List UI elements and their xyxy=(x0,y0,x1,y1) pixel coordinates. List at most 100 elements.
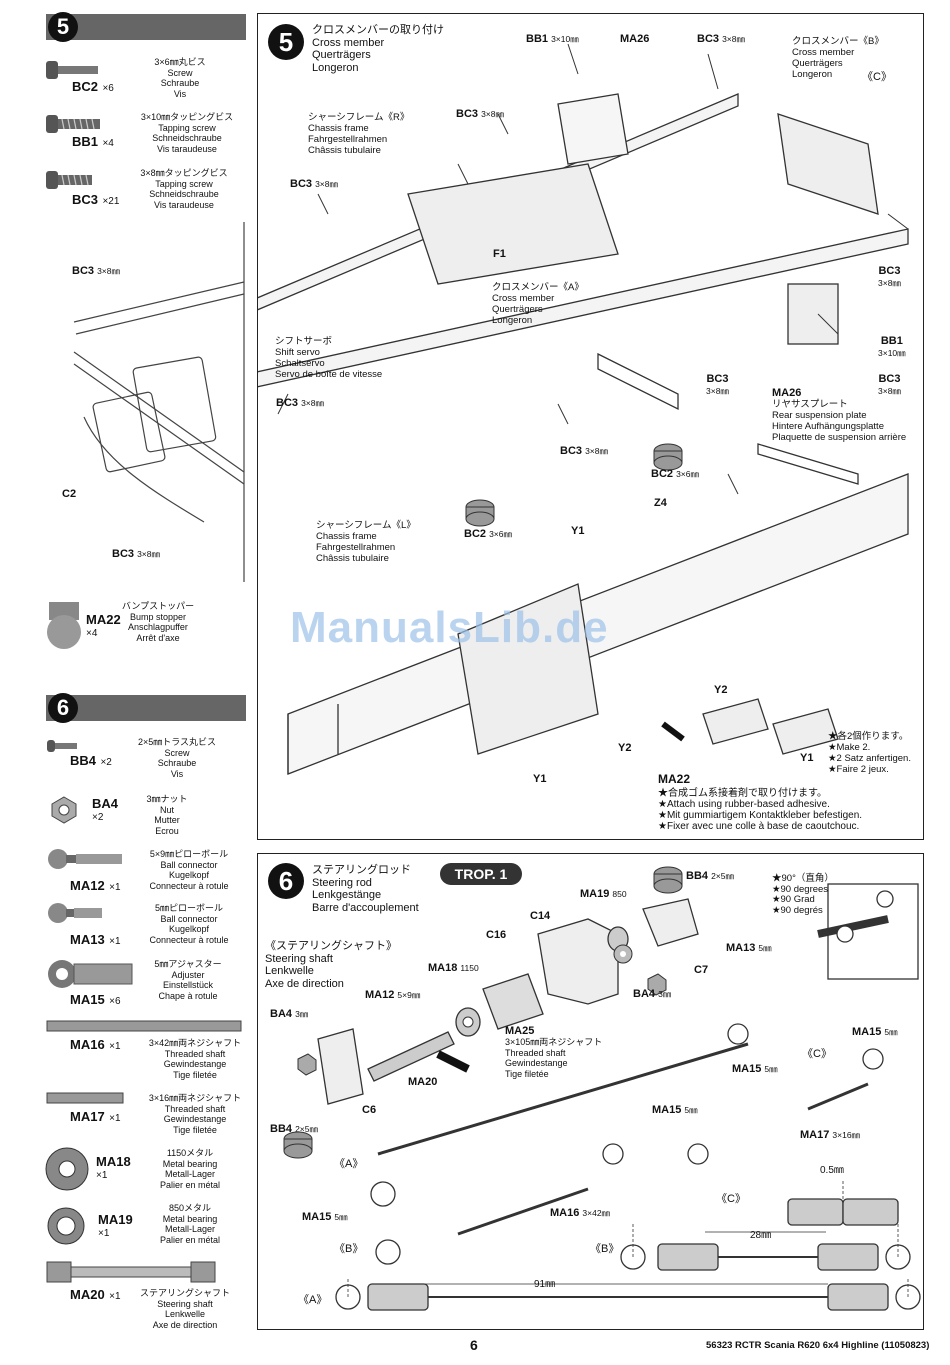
bc3-bottom-left-label: BC3 3×8㎜ xyxy=(112,548,160,560)
part-ma20: MA20 ×1 xyxy=(70,1287,121,1302)
mark-a-label-2: 《A》 xyxy=(298,1294,328,1306)
bump-stopper-icon xyxy=(47,602,81,649)
part-bc2: BC2 ×6 xyxy=(72,79,114,94)
trop-badge: TROP. 1 xyxy=(440,863,522,885)
ma20-label: MA20 xyxy=(408,1076,438,1088)
bb4-left-label: BB4 2×5㎜ xyxy=(270,1123,318,1135)
metal-bearing-icon xyxy=(45,1147,89,1191)
bc3-label-b: BC3 3×8㎜ xyxy=(290,178,338,190)
bb4-top-label: BB4 2×5㎜ xyxy=(686,870,734,882)
ma26-top-label: MA26 xyxy=(620,33,650,45)
part-ma17: MA17 ×1 xyxy=(70,1109,121,1124)
adjuster-icon xyxy=(48,960,133,988)
c14-label: C14 xyxy=(530,910,551,922)
part-bc3: BC3 ×21 xyxy=(72,192,120,207)
mark-c-label-2: 《C》 xyxy=(716,1193,746,1205)
part-bb4: BB4 ×2 xyxy=(70,753,112,768)
step5-parts-number: 5 xyxy=(48,12,78,42)
ma17-label: MA17 3×16㎜ xyxy=(800,1129,861,1141)
bc3-label-a: BC3 3×8㎜ xyxy=(456,108,504,120)
dim-28-label: 28㎜ xyxy=(750,1230,772,1241)
mark-b-label-2: 《B》 xyxy=(590,1243,620,1255)
ball-connector-icon xyxy=(48,903,102,923)
steering-shaft-icon xyxy=(46,1261,216,1283)
part-ma15: MA15 ×6 xyxy=(70,992,121,1007)
bc3-left-label: BC3 3×8㎜ xyxy=(72,265,120,277)
ma15-label-d: MA15 5㎜ xyxy=(302,1211,348,1223)
ba4-left-label: BA4 3㎜ xyxy=(270,1008,309,1020)
ma15-label-a: MA15 5㎜ xyxy=(852,1026,898,1038)
part-ma19: MA19×1 xyxy=(98,1212,133,1240)
c2-label: C2 xyxy=(62,488,77,500)
bc3-label-f: BC3 3×8㎜ xyxy=(560,445,608,457)
ma15-label-c: MA15 5㎜ xyxy=(652,1104,698,1116)
mark-a-label-1: 《A》 xyxy=(334,1158,364,1170)
part-ba4: BA4×2 xyxy=(92,796,119,824)
dim-91-label: 91㎜ xyxy=(534,1279,556,1290)
adhesive-note: ★合成ゴム系接着剤で取り付けます。★Attach using rubber-ba… xyxy=(658,788,863,832)
chassis-assembly-drawing xyxy=(258,43,909,775)
ma18-label: MA18 1150 xyxy=(428,962,479,974)
ma13-label: MA13 5㎜ xyxy=(726,942,772,954)
ma16-label: MA16 3×42㎜ xyxy=(550,1207,611,1219)
step6-parts-number: 6 xyxy=(48,693,78,723)
part-ma16: MA16 ×1 xyxy=(70,1037,121,1052)
ba4-right-label: BA4 3㎜ xyxy=(633,988,672,1000)
step6-parts-header xyxy=(46,695,246,721)
mark-c-label: 《C》 xyxy=(862,71,892,83)
z4-label: Z4 xyxy=(654,497,667,509)
metal-bearing-icon xyxy=(47,1207,85,1245)
bc3-label-e: BC3 3×8㎜ xyxy=(276,397,324,409)
y1-label-a: Y1 xyxy=(571,525,585,537)
step6-number: 6 xyxy=(268,863,304,899)
part-ma22: MA22×4 xyxy=(86,612,121,640)
bb1-top-label: BB1 3×10㎜ xyxy=(526,33,579,45)
part-ma18: MA18×1 xyxy=(96,1154,131,1182)
angle-note: ★90°（直角）★90 degrees★90 Grad★90 degrés xyxy=(772,873,834,916)
make-two-note: ★各2個作ります。★Make 2.★2 Satz anfertigen.★Fai… xyxy=(828,731,911,775)
part-ma13: MA13 ×1 xyxy=(70,932,121,947)
ma19-label: MA19 850 xyxy=(580,888,627,900)
tapping-screw-icon xyxy=(46,115,100,133)
nut-icon xyxy=(51,796,77,824)
threaded-shaft-icon xyxy=(46,1092,124,1104)
step5-parts-header xyxy=(46,14,246,40)
c16-label: C16 xyxy=(486,929,507,941)
ma12-label: MA12 5×9㎜ xyxy=(365,989,421,1001)
part-ma12: MA12 ×1 xyxy=(70,878,121,893)
mark-b-label-1: 《B》 xyxy=(334,1243,364,1255)
ma22-label: MA22 xyxy=(658,772,691,786)
watermark: ManualsLib.de xyxy=(290,603,609,652)
tapping-screw-icon xyxy=(46,171,92,189)
bc2-label-a: BC2 3×6㎜ xyxy=(651,468,699,480)
left-chassis-sketch xyxy=(73,222,245,582)
c7-label: C7 xyxy=(694,964,709,976)
bc3-top-label: BC3 3×8㎜ xyxy=(697,33,745,45)
y2-label-b: Y2 xyxy=(618,742,632,754)
c6-label: C6 xyxy=(362,1104,377,1116)
page-number: 6 xyxy=(470,1337,478,1353)
